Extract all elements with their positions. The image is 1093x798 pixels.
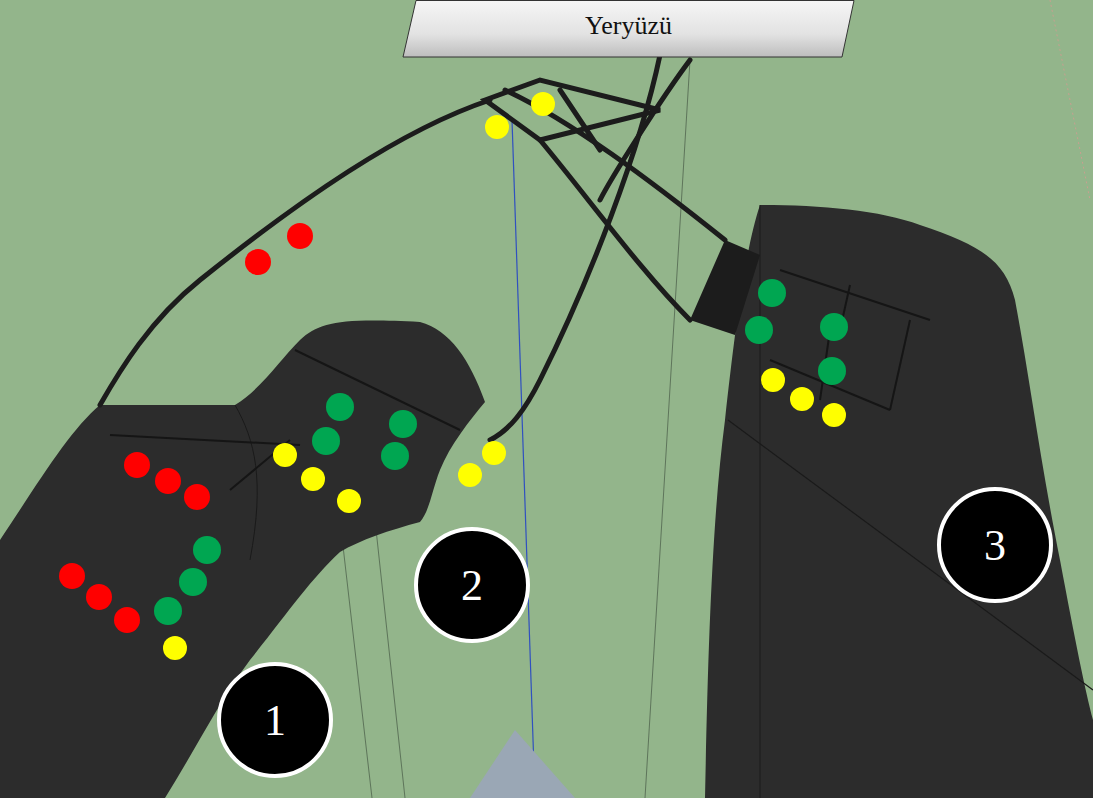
- surface-box: Yeryüzü: [402, 0, 855, 58]
- callout-number: 3: [937, 487, 1053, 603]
- callout-number: 2: [414, 527, 530, 643]
- callout-number: 1: [217, 662, 333, 778]
